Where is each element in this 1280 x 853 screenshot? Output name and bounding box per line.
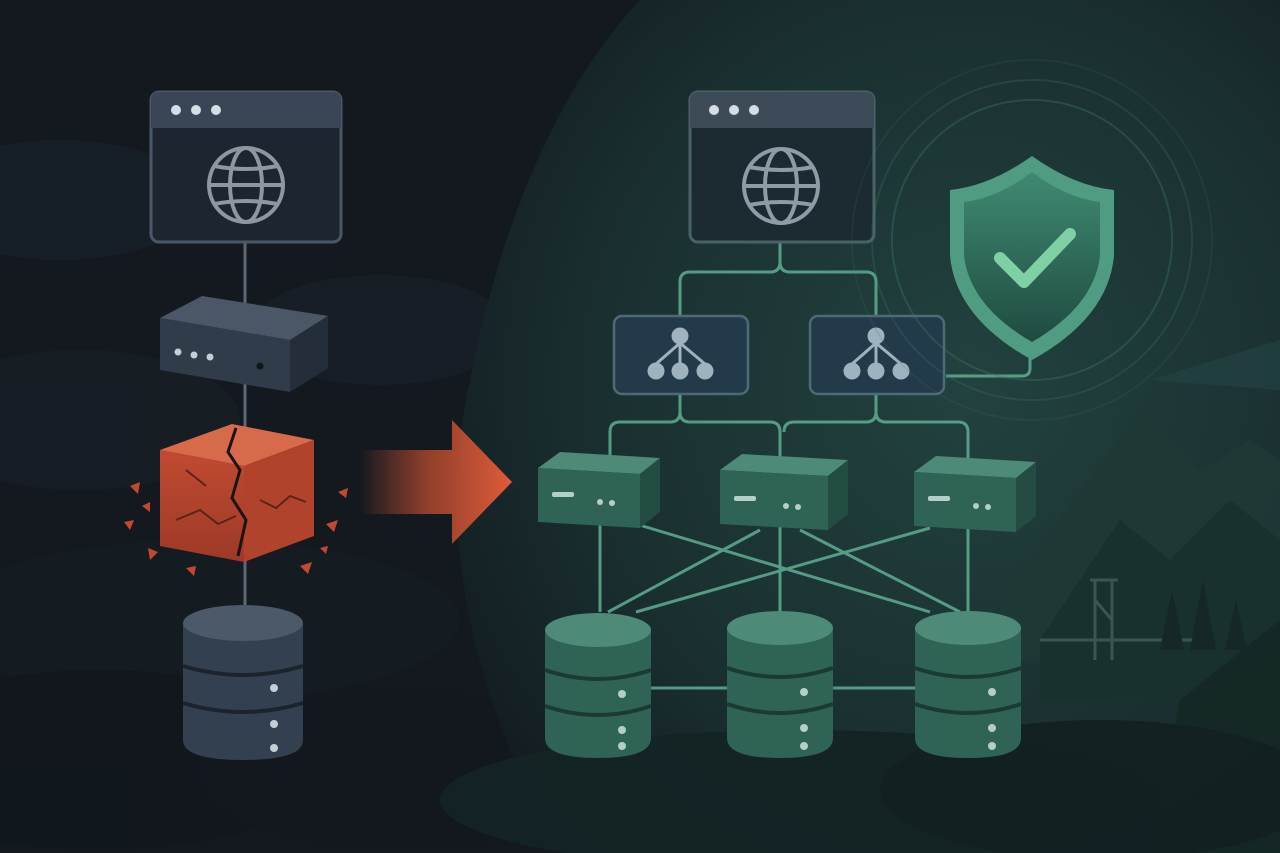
shield-check-icon <box>950 156 1114 360</box>
security-shield <box>851 59 1213 421</box>
left-database <box>182 605 304 760</box>
check-icon <box>994 228 1076 288</box>
right-connector-lines <box>598 242 1032 690</box>
server-3 <box>914 456 1036 532</box>
window-dot-icon <box>729 105 739 115</box>
load-balancer-2 <box>808 314 946 396</box>
right-browser-window <box>688 90 876 244</box>
window-dot-icon <box>191 105 201 115</box>
server-2 <box>720 454 848 530</box>
shield-glow-rings <box>851 59 1213 421</box>
server-icon <box>552 492 615 506</box>
server-1 <box>538 452 660 528</box>
database-icon <box>544 613 652 758</box>
database-3 <box>914 611 1022 758</box>
window-dot-icon <box>749 105 759 115</box>
window-dot-icon <box>171 105 181 115</box>
database-icon <box>726 611 834 758</box>
globe-icon <box>207 146 285 224</box>
load-balancer-icon <box>843 327 910 380</box>
database-2 <box>726 611 834 758</box>
load-balancer-icon <box>647 327 714 380</box>
arrow-right-icon <box>360 420 512 544</box>
database-icon <box>914 611 1022 758</box>
server-icon <box>734 496 801 510</box>
window-dot-icon <box>709 105 719 115</box>
left-router <box>160 296 328 392</box>
database-1 <box>544 613 652 758</box>
mountain-silhouette <box>1000 340 1280 700</box>
globe-icon <box>742 147 820 225</box>
right-panel <box>538 59 1213 758</box>
window-dot-icon <box>211 105 221 115</box>
left-browser-window <box>149 90 343 244</box>
broken-cube-icon <box>124 424 348 576</box>
left-panel <box>124 90 348 760</box>
load-balancer-1 <box>612 314 750 396</box>
server-icon <box>928 496 991 510</box>
